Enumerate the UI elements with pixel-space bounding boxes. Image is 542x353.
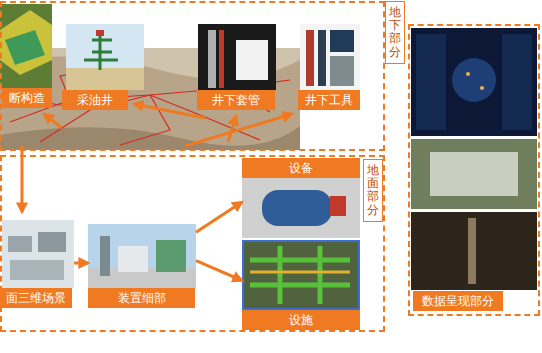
casing-pipe [219, 30, 224, 88]
label-holder: 井下工具 [298, 90, 360, 110]
region-tab: 地面部分 [363, 159, 383, 222]
tool-view [300, 24, 360, 90]
equipment-burner [330, 196, 346, 216]
image-panel: 面三维场景 [0, 218, 74, 308]
label-holder: 井下套管 [197, 90, 275, 110]
scene-building [10, 260, 64, 280]
panel-label: 断构造 [2, 88, 52, 108]
label-holder: 地下部分 [385, 1, 405, 64]
label-holder: 断构造 [2, 88, 52, 108]
tool-panel [330, 30, 354, 52]
region-tab: 地下部分 [385, 1, 405, 64]
pointer-arrow [44, 114, 62, 128]
casing-pipe [208, 30, 216, 88]
facility-pipe [250, 271, 350, 274]
panel-label: 面三维场景 [0, 288, 72, 308]
plant-screen [411, 139, 537, 209]
pointer-arrow [228, 116, 236, 142]
flow-arrow [74, 262, 88, 265]
image-panel: 采油井 [62, 22, 146, 110]
label-holder: 装置细部 [88, 288, 195, 308]
facility-pipe [250, 246, 350, 304]
label-holder: 设施 [242, 310, 360, 330]
casing-info [236, 40, 268, 80]
equipment-boiler [262, 190, 332, 226]
flow-arrow [196, 261, 242, 281]
scene-building [38, 232, 66, 252]
fault-layer [5, 30, 45, 65]
wellhead-valve [96, 30, 104, 36]
casing-view [198, 24, 276, 90]
wellhead-ground [66, 68, 144, 90]
label-holder: 设备 [242, 158, 360, 178]
panel-label: 采油井 [62, 90, 128, 110]
label-holder: 采油井 [62, 90, 128, 110]
region-box: 地下部分断构造采油井井下套管井下工具 [0, 1, 385, 151]
label-holder: 面三维场景 [0, 288, 72, 308]
plant-view [88, 224, 196, 288]
dashboard-dot [466, 72, 470, 76]
pointer-arrow [134, 104, 205, 118]
flow-arrow [196, 202, 242, 232]
panel-label: 数据呈现部分 [413, 291, 503, 311]
dashboard-dot [480, 86, 484, 90]
image-panel: 井下工具 [298, 22, 360, 110]
panel-label: 井下工具 [298, 90, 360, 110]
pointer-arrow [185, 114, 292, 146]
facility-view [243, 241, 359, 309]
image-panel: 井下套管 [197, 22, 277, 110]
tool-column [306, 30, 314, 86]
image-panel: 断构造 [2, 4, 54, 108]
well-screen [411, 212, 537, 290]
image-panel: 设备 [242, 158, 360, 238]
tool-panel [330, 56, 354, 86]
plant-unit [118, 246, 148, 272]
fault-layer [0, 10, 52, 75]
fault-model [0, 4, 52, 88]
scene-building [8, 236, 32, 252]
label-holder: 数据呈现部分 [413, 291, 503, 311]
well-screen-bore [468, 218, 476, 284]
image-panel: 设施 [242, 240, 360, 330]
wellhead-sky [66, 24, 144, 90]
region-box: 数据呈现部分 [408, 24, 540, 316]
dashboard-map [452, 58, 496, 102]
image-panel: 装置细部 [88, 222, 196, 308]
panel-label: 设备 [242, 158, 360, 178]
equipment-view [242, 178, 360, 238]
label-holder: 地面部分 [363, 159, 383, 222]
dashboard-screen [411, 28, 537, 136]
dashboard-panel [502, 34, 532, 130]
plant-tower [100, 236, 110, 276]
panel-label: 井下套管 [197, 90, 275, 110]
panel-label: 装置细部 [88, 288, 195, 308]
region-box: 地面部分面三维场景装置细部 设备设施 [0, 155, 385, 332]
plant-unit [156, 240, 186, 272]
panel-label: 设施 [242, 310, 360, 330]
scene-view [2, 220, 74, 288]
wellhead-tree [84, 32, 118, 70]
tool-column [318, 30, 326, 86]
plant-screen-site [430, 152, 518, 196]
dashboard-panel [416, 34, 446, 130]
